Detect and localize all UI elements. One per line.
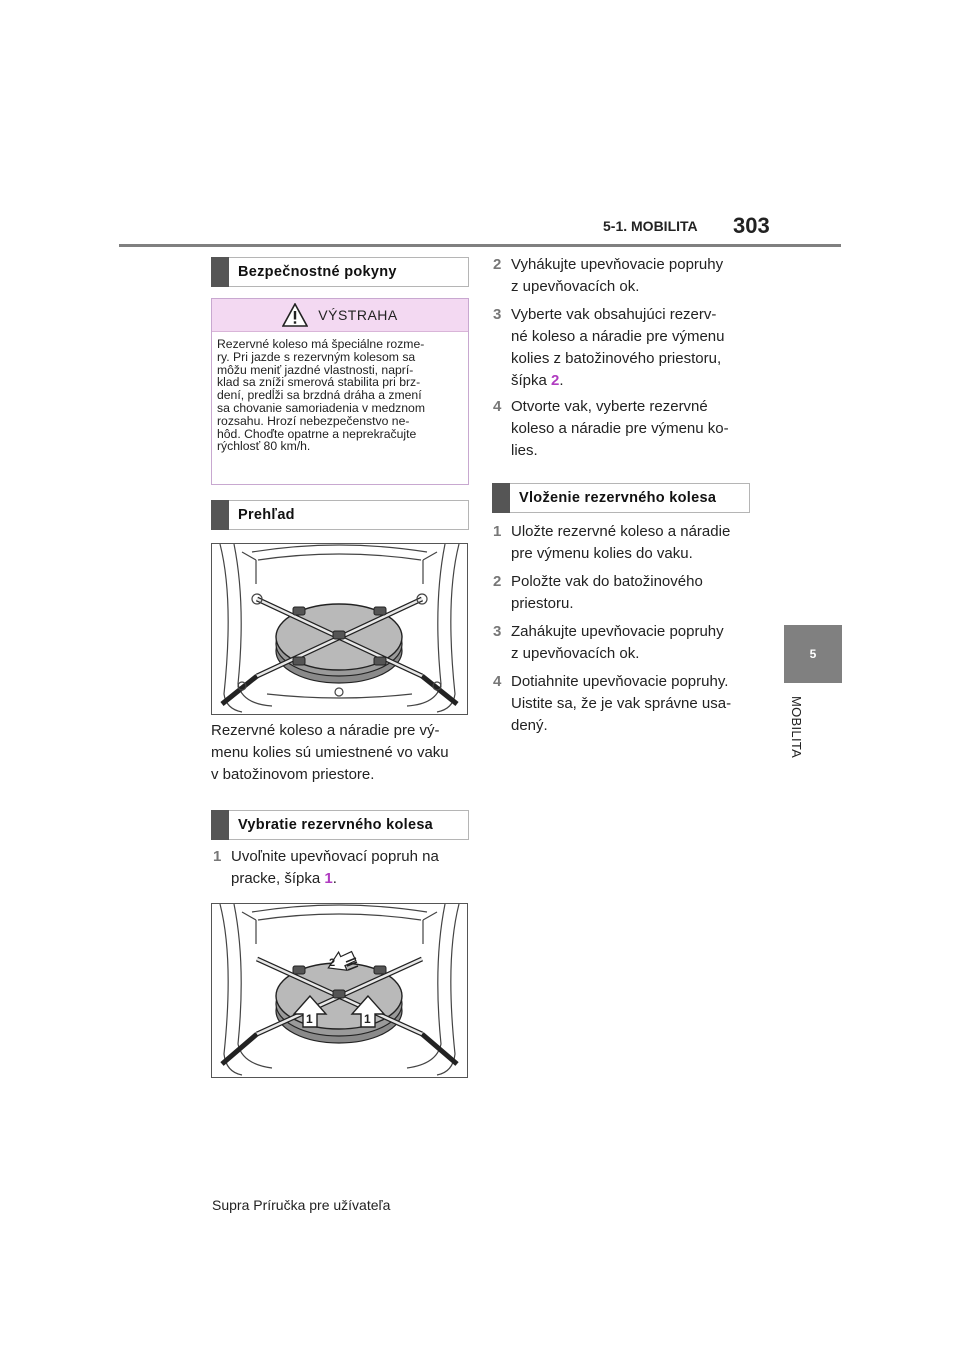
arrow-ref-2: 2 <box>551 372 560 389</box>
overview-heading: Prehľad <box>211 500 469 530</box>
arrow-1-left-icon: 1 <box>292 994 328 1028</box>
spare-wheel-figure-overview <box>211 543 468 715</box>
chapter-label: MOBILITA <box>789 696 804 759</box>
warning-title: VÝSTRAHA <box>318 307 398 323</box>
arrow-ref-1: 1 <box>324 870 333 887</box>
section-label: 5-1. MOBILITA <box>603 218 698 234</box>
svg-text:1: 1 <box>364 1012 371 1026</box>
warning-header: VÝSTRAHA <box>212 299 468 332</box>
arrow-1-right-icon: 1 <box>350 994 386 1028</box>
chapter-tab: 5 <box>784 625 842 683</box>
warning-text: Rezervné koleso má špeciálne rozme- ry. … <box>217 337 425 454</box>
removal-heading: Vybratie rezervného kolesa <box>211 810 469 840</box>
insert-heading: Vloženie rezervného kolesa <box>492 483 750 513</box>
svg-text:1: 1 <box>306 1012 313 1026</box>
svg-text:2: 2 <box>329 957 335 969</box>
arrow-2-icon: 2 <box>327 950 359 971</box>
spare-wheel-figure-removal: 2 1 1 <box>211 903 468 1078</box>
page-number: 303 <box>733 213 770 238</box>
warning-triangle-icon <box>282 303 309 327</box>
header-rule <box>119 244 841 247</box>
overview-text: Rezervné koleso a náradie pre vý- menu k… <box>211 722 449 783</box>
chapter-number: 5 <box>809 647 817 661</box>
safety-heading: Bezpečnostné pokyny <box>211 257 469 287</box>
footer-text: Supra Príručka pre užívateľa <box>212 1197 391 1213</box>
warning-box: VÝSTRAHA Rezervné koleso má špeciálne ro… <box>211 298 469 485</box>
